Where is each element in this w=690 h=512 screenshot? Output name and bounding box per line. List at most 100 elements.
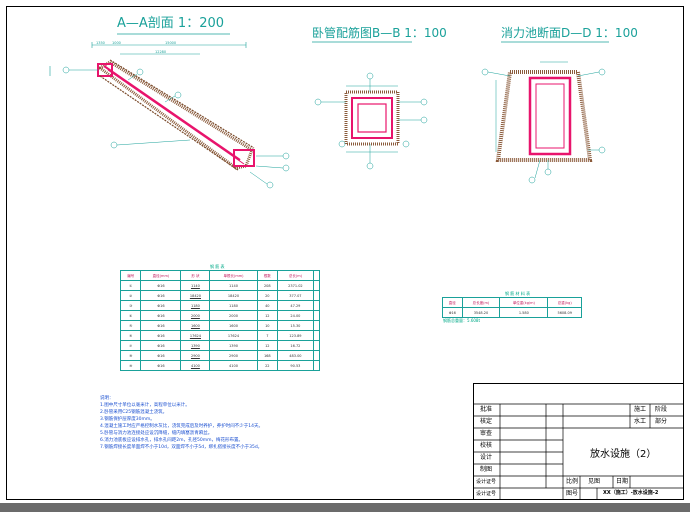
tb-scale-value: 见图 (588, 478, 601, 485)
rebar-table-header: 直径(mm) (140, 270, 182, 281)
bb-callouts (314, 72, 428, 170)
rebar-cell-no: ⑦ (119, 340, 142, 351)
rebar-cell-blank (312, 320, 321, 331)
title-block-grid (473, 403, 684, 500)
bb-section (344, 85, 400, 153)
notes-heading: 说明： (100, 396, 114, 401)
rebar-cell-shape: 1600 (180, 320, 211, 331)
section-dd-title: 消力池断面D—D 1：100 (501, 26, 638, 40)
rebar-cell-no: ① (119, 280, 142, 291)
material-table-header: 直径 (442, 297, 463, 308)
rebar-table-header: 根数 (256, 270, 279, 281)
tb-dept-label: 部分 (655, 418, 668, 425)
title-block (473, 383, 684, 500)
note-item: 7.钢筋焊接长度单面焊不小于10d，双面焊不小于5d，绑扎搭接长度不小于35d。 (100, 445, 263, 450)
dd-section (495, 61, 593, 162)
rebar-cell-len: 4100 (209, 360, 258, 371)
rebar-cell-no: ⑨ (119, 360, 142, 371)
rebar-cell-total: 47.29 (277, 300, 314, 311)
rebar-cell-blank (312, 330, 321, 341)
rebar-cell-dia: Φ16 (140, 330, 182, 341)
rebar-cell-blank (312, 340, 321, 351)
rebar-cell-count: 10 (256, 320, 279, 331)
rebar-table-header: 形 状 (180, 270, 211, 281)
dd-callouts (481, 68, 606, 184)
note-item: 1.图中尺寸单位以毫米计，高程单位以米计。 (100, 403, 190, 408)
rebar-table-caption: 钢 筋 表 (210, 264, 225, 269)
rebar-cell-no: ④ (119, 310, 142, 321)
rebar-cell-shape: 2000 (180, 310, 211, 321)
rebar-cell-dia: Φ16 (140, 340, 182, 351)
rebar-cell-no: ⑤ (119, 320, 142, 331)
drawing-frame (6, 6, 684, 500)
rebar-table-header: 编号 (119, 270, 142, 281)
drawing-title: 放水设施（2） (590, 449, 657, 460)
rebar-cell-total: 2371.02 (277, 280, 314, 291)
rebar-cell-blank (312, 350, 321, 361)
tb-label-draft: 制图 (480, 466, 493, 473)
tb-stage-label: 阶段 (655, 406, 668, 413)
dim-label: 1000 (112, 41, 121, 45)
drawing-number: XX（施工）-放水设施-2 (603, 490, 659, 496)
rebar-cell-total: 377.07 (277, 290, 314, 301)
rebar-cell-len: 2900 (209, 350, 258, 361)
rebar-cell-blank (312, 280, 321, 291)
note-item: 4.混凝土施工时应严格控制水灰比，浇筑完成后及时养护，养护时间不少于14天。 (100, 424, 264, 429)
rebar-cell-blank (312, 290, 321, 301)
dim-label: 15000 (165, 41, 176, 45)
tb-label-design: 设计 (480, 454, 493, 461)
rebar-cell-count: 22 (256, 360, 279, 371)
rebar-cell-count: 20 (256, 290, 279, 301)
rebar-table-header: 单根长(mm) (209, 270, 258, 281)
rebar-cell-shape: 2900 (180, 350, 211, 361)
material-cell: 1.580 (499, 307, 549, 318)
tb-label-verify: 核定 (480, 418, 493, 425)
rebar-cell-shape: 1390 (180, 340, 211, 351)
aa-sloped-culvert (97, 59, 255, 171)
tb-dept-value: 水工 (634, 418, 647, 425)
tb-no-label: 图号 (566, 490, 579, 497)
dim-label: 12280 (155, 50, 166, 54)
rebar-cell-len: 1180 (209, 300, 258, 311)
rebar-cell-count: 12 (256, 310, 279, 321)
note-item: 6.消力池底板应设排水孔，排水孔间距2m，孔径50mm，梅花形布置。 (100, 438, 244, 443)
material-table-header: 总长度(m) (461, 297, 501, 308)
aa-dimension-lines (49, 42, 247, 76)
tb-label-review: 审查 (480, 430, 493, 437)
tb-scale-label: 比例 (566, 478, 579, 485)
rebar-table-header-blank (312, 270, 321, 281)
rebar-cell-total: 90.53 (277, 360, 314, 371)
rebar-cell-len: 1600 (209, 320, 258, 331)
material-cell: Φ16 (442, 307, 463, 318)
section-aa-title: A—A剖面 1：200 (117, 16, 225, 31)
material-total-note: 钢筋总重量：5.608t (443, 318, 481, 323)
rebar-cell-total: 24.00 (277, 310, 314, 321)
rebar-cell-count: 7 (256, 330, 279, 341)
rebar-cell-blank (312, 300, 321, 311)
rebar-cell-shape: 1180 (180, 300, 211, 311)
tb-label-cert: 设计证号 (476, 479, 497, 485)
rebar-cell-count: 168 (256, 350, 279, 361)
rebar-cell-shape: 18420 (180, 290, 211, 301)
design-notes: 说明： 1.图中尺寸单位以毫米计，高程单位以米计。 2.卧管采用C25钢筋混凝土… (100, 395, 470, 451)
material-cell: 5608.09 (547, 307, 582, 318)
rebar-cell-shape: 17624 (180, 330, 211, 341)
aa-rebar-callouts (62, 66, 290, 189)
section-bb-title: 卧管配筋图B—B 1：100 (312, 26, 447, 40)
rebar-cell-no: ⑥ (119, 330, 142, 341)
note-item: 5.卧管与消力池连接处应设沉降缝，缝内填塞沥青麻丝。 (100, 431, 213, 436)
tb-label-cert-2: 设计证号 (476, 491, 497, 497)
rebar-cell-total: 483.00 (277, 350, 314, 361)
rebar-cell-dia: Φ16 (140, 360, 182, 371)
rebar-cell-dia: Φ16 (140, 350, 182, 361)
rebar-cell-total: 123.89 (277, 330, 314, 341)
rebar-cell-dia: Φ16 (140, 320, 182, 331)
tb-stage-value: 施工 (634, 406, 647, 413)
